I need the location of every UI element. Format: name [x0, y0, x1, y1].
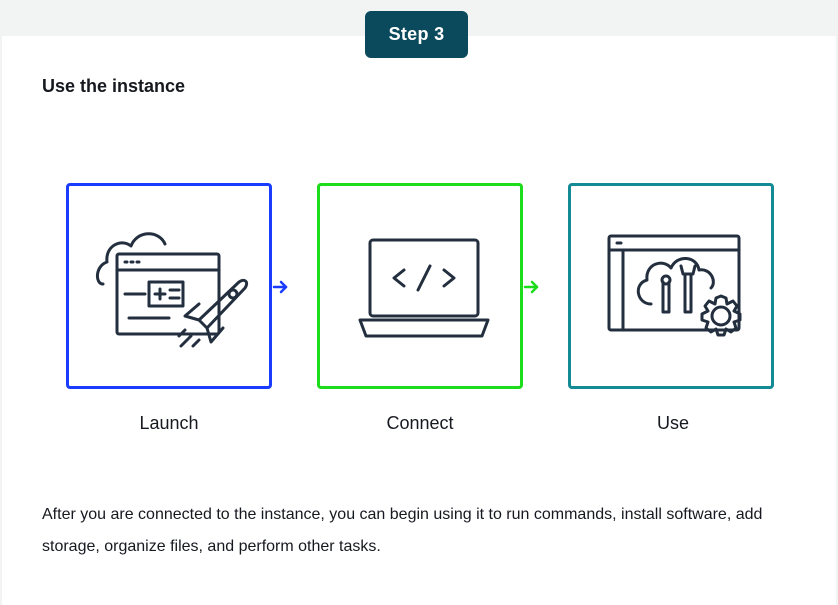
connect-tile [317, 183, 523, 389]
cloud-tools-gear-icon [607, 234, 742, 337]
arrow-right-icon [523, 280, 539, 294]
launch-tile [66, 183, 272, 389]
section-heading: Use the instance [42, 76, 186, 96]
arrow-right-icon [272, 280, 288, 294]
step-label-connect: Connect [386, 413, 454, 433]
step-label-launch: Launch [139, 413, 199, 433]
description-text: After you are connected to the instance,… [42, 506, 763, 555]
step-label-use: Use [656, 413, 689, 433]
step-badge: Step 3 [365, 11, 468, 58]
cloud-rocket-icon [96, 232, 249, 348]
laptop-code-icon [358, 238, 490, 338]
use-tile [568, 183, 774, 389]
